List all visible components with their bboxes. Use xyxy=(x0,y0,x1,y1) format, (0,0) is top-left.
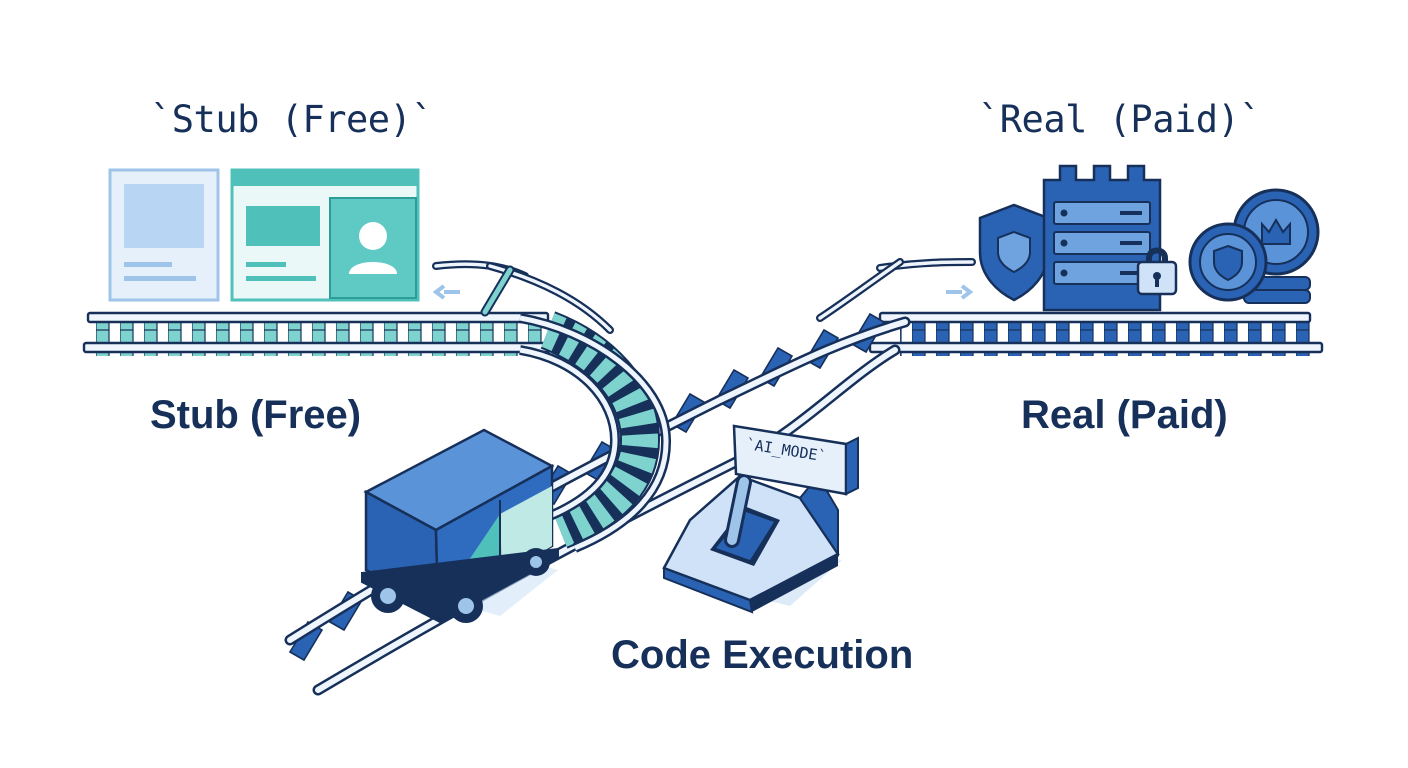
coin-stack-icon xyxy=(1188,188,1320,304)
wireframe-page-icon xyxy=(108,168,220,302)
real-track xyxy=(868,311,1324,356)
stub-track xyxy=(82,311,552,356)
profile-card-icon xyxy=(230,168,420,302)
real-label: Real (Paid) xyxy=(1021,393,1228,437)
stub-code-label: `Stub (Free)` xyxy=(150,98,434,141)
code-execution-label: Code Execution xyxy=(611,633,914,677)
real-code-label: `Real (Paid)` xyxy=(978,98,1262,141)
padlock-icon xyxy=(1136,247,1178,296)
shield-icon xyxy=(978,203,1050,302)
track-switch-lever-icon: `AI_MODE` xyxy=(662,424,859,614)
server-tower-icon xyxy=(1042,164,1162,312)
stub-label: Stub (Free) xyxy=(150,393,362,437)
curved-spur-track xyxy=(432,260,672,553)
mine-cart-icon xyxy=(360,428,559,624)
